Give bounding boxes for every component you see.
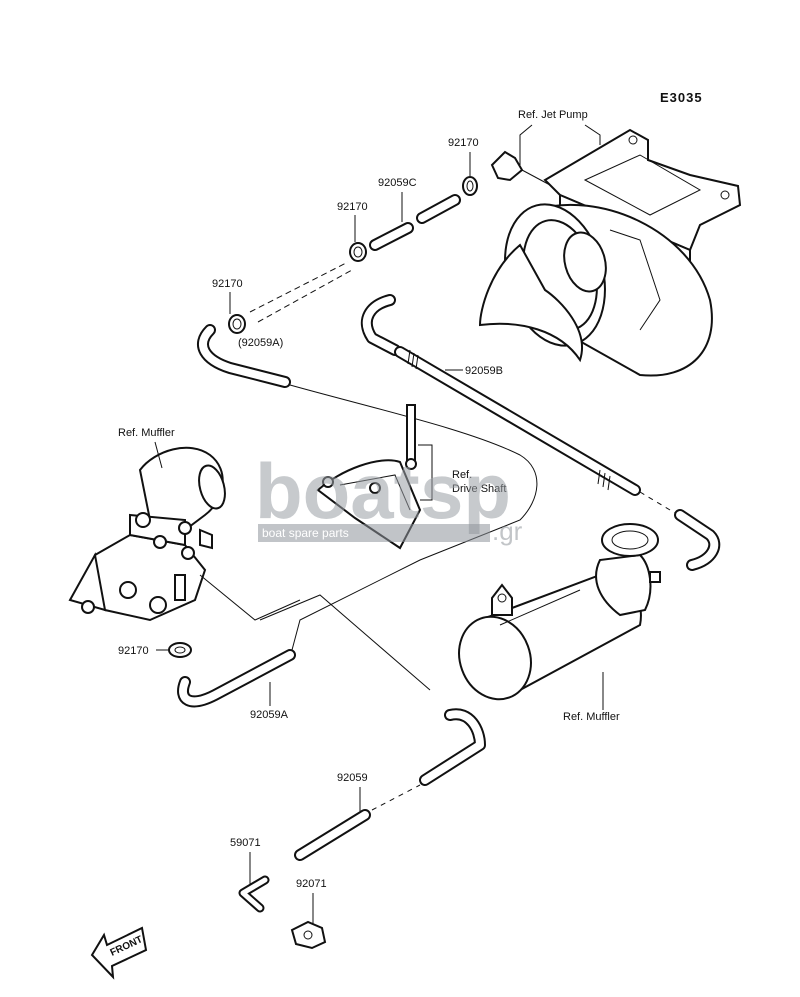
muffler-manifold-left (68, 446, 226, 622)
clamp-92170-middle (349, 242, 367, 262)
label-92071: 92071 (296, 878, 327, 890)
label-ref-muffler-right: Ref. Muffler (563, 711, 620, 723)
hose-92059A-lower (177, 649, 296, 708)
svg-text:.gr: .gr (492, 516, 523, 546)
svg-text:boat: boat (255, 447, 420, 535)
label-92059B: 92059B (465, 365, 503, 377)
label-92170-d: 92170 (118, 645, 149, 657)
label-ref-drive-shaft-2: Drive Shaft (452, 483, 506, 495)
watermark: boat sp boat spare parts .gr (255, 447, 523, 546)
clamp-92170-left (168, 642, 192, 658)
front-arrow: FRONT (90, 926, 148, 980)
label-92170-b: 92170 (337, 201, 368, 213)
label-92059: 92059 (337, 772, 368, 784)
hose-92059 (294, 708, 486, 861)
hose-92059A-upper (197, 324, 291, 388)
hose-92059C (369, 194, 461, 251)
label-ref-muffler-left: Ref. Muffler (118, 427, 175, 439)
label-92170-a: 92170 (448, 137, 479, 149)
fitting-59071 (238, 875, 270, 913)
label-92059A-paren: (92059A) (238, 337, 283, 349)
label-92059C: 92059C (378, 177, 417, 189)
hose-92059B (360, 294, 721, 571)
jet-pump (478, 128, 742, 377)
label-92059A: 92059A (250, 709, 289, 721)
plug-92071 (290, 920, 327, 950)
clamp-92170-top (462, 176, 478, 196)
muffler-right (458, 523, 661, 701)
diagram-code: E3035 (660, 90, 703, 105)
svg-text:sp: sp (420, 447, 511, 535)
svg-text:boat spare parts: boat spare parts (262, 526, 349, 540)
label-ref-jet-pump: Ref. Jet Pump (518, 109, 588, 121)
label-ref-drive-shaft-1: Ref. (452, 469, 472, 481)
label-92170-c: 92170 (212, 278, 243, 290)
clamp-92170-lower (228, 314, 246, 334)
label-59071: 59071 (230, 837, 261, 849)
